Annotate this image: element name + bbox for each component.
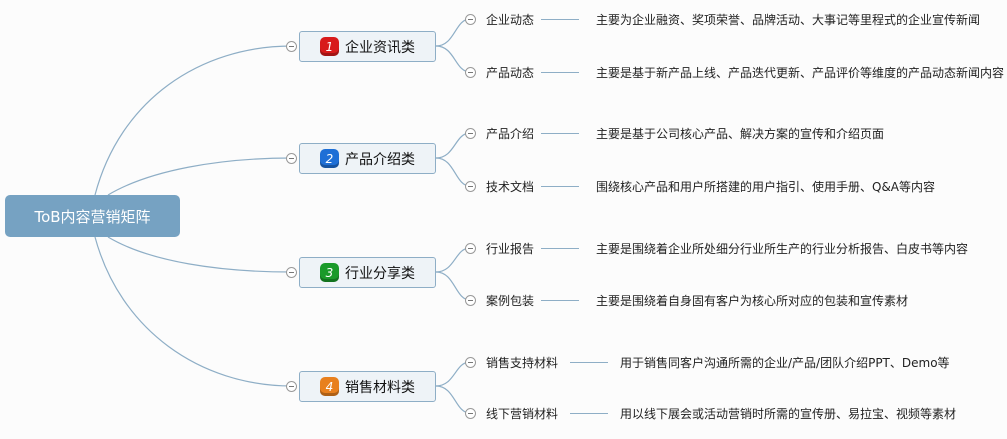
collapse-toggle[interactable] — [465, 128, 476, 139]
connector — [541, 300, 579, 301]
collapse-toggle[interactable] — [465, 357, 476, 368]
connector — [570, 362, 608, 363]
branch-node[interactable]: 1 企业资讯类 — [299, 31, 436, 62]
topic-description[interactable]: 主要是基于公司核心产品、解决方案的宣传和介绍页面 — [596, 127, 885, 141]
topic-node[interactable]: 销售支持材料 — [486, 356, 559, 370]
topic-description[interactable]: 围绕核心产品和用户所搭建的用户指引、使用手册、Q&A等内容 — [596, 180, 936, 194]
topic-description[interactable]: 主要是基于新产品上线、产品迭代更新、产品评价等维度的产品动态新闻内容 — [596, 66, 1005, 80]
branch-label: 企业资讯类 — [345, 39, 415, 56]
topic-node[interactable]: 行业报告 — [486, 242, 535, 256]
collapse-toggle[interactable] — [465, 14, 476, 25]
connector — [570, 413, 608, 414]
collapse-toggle[interactable] — [465, 295, 476, 306]
collapse-toggle[interactable] — [465, 243, 476, 254]
priority-badge-icon: 1 — [320, 37, 339, 56]
priority-badge-icon: 4 — [320, 377, 339, 396]
topic-description[interactable]: 主要是围绕着企业所处细分行业所生产的行业分析报告、白皮书等内容 — [596, 242, 969, 256]
connector — [541, 248, 579, 249]
branch-node[interactable]: 4 销售材料类 — [299, 371, 436, 402]
root-label: ToB内容营销矩阵 — [34, 207, 151, 226]
topic-node[interactable]: 产品动态 — [486, 66, 535, 80]
topic-node[interactable]: 技术文档 — [486, 180, 535, 194]
topic-description[interactable]: 主要为企业融资、奖项荣誉、品牌活动、大事记等里程式的企业宣传新闻 — [596, 13, 981, 27]
branch-node[interactable]: 2 产品介绍类 — [299, 143, 436, 174]
collapse-toggle[interactable] — [465, 408, 476, 419]
connector — [541, 186, 579, 187]
collapse-toggle[interactable] — [465, 181, 476, 192]
connector — [541, 19, 579, 20]
priority-badge-icon: 3 — [320, 263, 339, 282]
collapse-toggle[interactable] — [286, 41, 297, 52]
branch-node[interactable]: 3 行业分享类 — [299, 257, 436, 288]
topic-node[interactable]: 线下营销材料 — [486, 407, 559, 421]
collapse-toggle[interactable] — [286, 381, 297, 392]
root-node[interactable]: ToB内容营销矩阵 — [5, 195, 180, 237]
topic-description[interactable]: 主要是围绕着自身固有客户为核心所对应的包装和宣传素材 — [596, 294, 909, 308]
topic-node[interactable]: 产品介绍 — [486, 127, 535, 141]
connector — [541, 72, 579, 73]
branch-label: 产品介绍类 — [345, 151, 415, 168]
priority-badge-icon: 2 — [320, 149, 339, 168]
collapse-toggle[interactable] — [465, 67, 476, 78]
topic-description[interactable]: 用于销售同客户沟通所需的企业/产品/团队介绍PPT、Demo等 — [620, 356, 950, 370]
collapse-toggle[interactable] — [286, 153, 297, 164]
topic-node[interactable]: 案例包装 — [486, 294, 535, 308]
topic-node[interactable]: 企业动态 — [486, 13, 535, 27]
collapse-toggle[interactable] — [286, 267, 297, 278]
branch-label: 行业分享类 — [345, 265, 415, 282]
connector — [541, 133, 579, 134]
topic-description[interactable]: 用以线下展会或活动营销时所需的宣传册、易拉宝、视频等素材 — [620, 407, 957, 421]
branch-label: 销售材料类 — [345, 379, 415, 396]
